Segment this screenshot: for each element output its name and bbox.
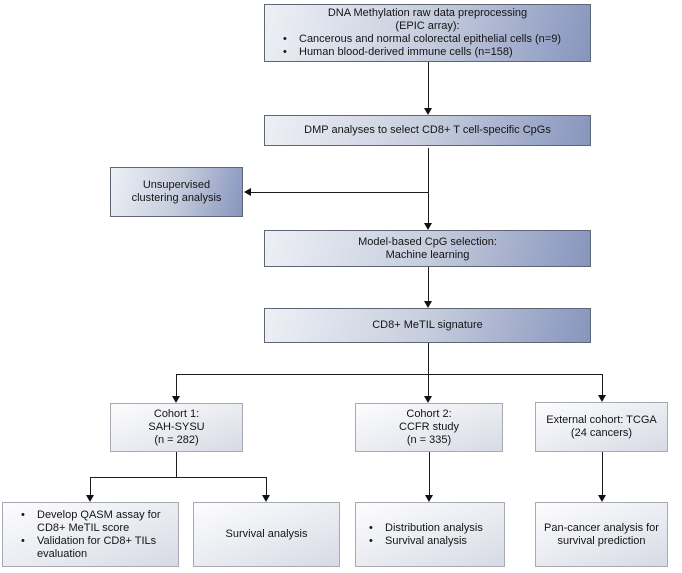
arrow-left-icon xyxy=(244,188,251,196)
connector-signature-down xyxy=(428,343,429,374)
node-dmp-analyses: DMP analyses to select CD8+ T cell-speci… xyxy=(264,115,591,146)
node-cohort2-analyses-bullet: Distribution analysis xyxy=(369,522,502,535)
arrow-down-icon xyxy=(262,495,270,502)
connector-cohort-branch xyxy=(176,374,603,375)
node-model-line1: Model-based CpG selection: xyxy=(358,235,497,248)
arrow-down-icon xyxy=(424,108,432,115)
node-external-line1: External cohort: TCGA xyxy=(546,414,657,426)
node-preprocessing-title: DNA Methylation raw data preprocessing xyxy=(327,7,528,19)
arrow-down-icon xyxy=(424,301,432,308)
node-unsupervised-label: Unsupervised clustering analysis xyxy=(131,179,222,204)
connector-to-survival xyxy=(266,477,267,495)
node-external-line2: (24 cancers) xyxy=(570,427,633,439)
node-preprocessing-bullet: Cancerous and normal colorectal epitheli… xyxy=(283,33,588,46)
node-cohort2-analyses: Distribution analysis Survival analysis xyxy=(355,502,505,567)
node-pancancer-label: Pan-cancer analysis for survival predict… xyxy=(544,521,659,547)
node-cohort1-line3: (n = 282) xyxy=(154,434,199,446)
node-survival-label: Survival analysis xyxy=(225,528,308,540)
connector-dmp-to-model xyxy=(428,148,429,223)
node-qasm-bullet: Validation for CD8+ TILs evaluation xyxy=(21,535,176,561)
connector-model-to-signature xyxy=(428,267,429,301)
arrow-down-icon xyxy=(598,495,606,502)
connector-cohort1-branch xyxy=(90,477,267,478)
node-cohort2-line3: (n = 335) xyxy=(406,434,452,446)
node-pancancer-analysis: Pan-cancer analysis for survival predict… xyxy=(535,502,668,567)
node-signature-label: CD8+ MeTIL signature xyxy=(372,319,483,331)
connector-to-cohort1 xyxy=(176,374,177,396)
node-preprocessing: DNA Methylation raw data preprocessing (… xyxy=(264,4,591,62)
node-cohort2: Cohort 2: CCFR study (n = 335) xyxy=(355,403,503,452)
connector-to-cohort2 xyxy=(428,374,429,396)
connector-preprocessing-to-dmp xyxy=(428,62,429,108)
node-unsupervised-clustering: Unsupervised clustering analysis xyxy=(110,167,243,217)
node-model-line2: Machine learning xyxy=(385,248,470,261)
node-preprocessing-bullet: Human blood-derived immune cells (n=158) xyxy=(283,46,588,59)
connector-cohort2-to-analyses xyxy=(429,452,430,495)
connector-cohort1-down xyxy=(176,452,177,477)
node-qasm-bullet: Develop QASM assay for CD8+ MeTIL score xyxy=(21,509,176,535)
node-model-selection: Model-based CpG selection: Machine learn… xyxy=(264,230,591,267)
arrow-down-icon xyxy=(425,495,433,502)
arrow-down-icon xyxy=(424,396,432,403)
connector-to-external-cohort xyxy=(602,374,603,395)
connector-branch-to-unsupervised xyxy=(251,192,429,193)
node-cohort2-analyses-bullet: Survival analysis xyxy=(369,535,502,548)
connector-external-to-pancancer xyxy=(602,452,603,495)
arrow-down-icon xyxy=(86,495,94,502)
arrow-down-icon xyxy=(172,396,180,403)
node-preprocessing-subtitle: (EPIC array): xyxy=(395,20,460,32)
node-cohort1-line1: Cohort 1: xyxy=(153,408,200,420)
node-cohort1: Cohort 1: SAH-SYSU (n = 282) xyxy=(110,403,243,452)
arrow-down-icon xyxy=(598,395,606,402)
node-cohort1-line2: SAH-SYSU xyxy=(148,421,205,433)
arrow-down-icon xyxy=(424,223,432,230)
node-metil-signature: CD8+ MeTIL signature xyxy=(264,308,591,343)
node-dmp-label: DMP analyses to select CD8+ T cell-speci… xyxy=(304,124,551,136)
node-external-cohort: External cohort: TCGA (24 cancers) xyxy=(535,402,668,452)
node-cohort2-line1: Cohort 2: xyxy=(406,408,452,420)
node-qasm-assay: Develop QASM assay for CD8+ MeTIL score … xyxy=(2,502,179,567)
node-cohort2-line2: CCFR study xyxy=(399,421,459,433)
connector-to-qasm xyxy=(90,477,91,495)
node-survival-analysis-cohort1: Survival analysis xyxy=(193,502,340,567)
